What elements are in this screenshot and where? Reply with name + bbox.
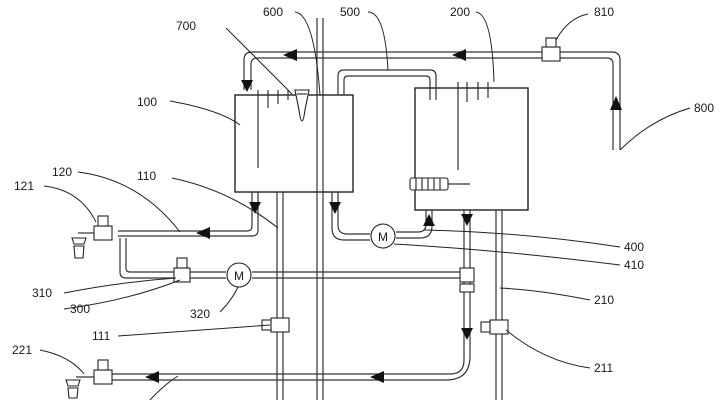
label-320: 320 [190, 307, 210, 321]
label-600: 600 [263, 5, 283, 19]
valve-211 [480, 319, 509, 335]
pump-320-symbol: M [234, 269, 244, 283]
tank-200 [414, 82, 529, 211]
label-500: 500 [340, 5, 360, 19]
pipe-300-loop [119, 238, 462, 279]
pump-400-symbol: M [378, 230, 388, 244]
label-200: 200 [450, 5, 470, 19]
label-210: 210 [594, 293, 614, 307]
label-400: 400 [624, 240, 644, 254]
label-810: 810 [594, 5, 614, 19]
label-700: 700 [176, 19, 196, 33]
label-410: 410 [624, 258, 644, 272]
tank-100 [234, 90, 354, 193]
pipe-210 [495, 210, 503, 400]
leader-lines [39, 11, 691, 400]
label-110: 110 [137, 169, 156, 183]
label-300: 300 [70, 302, 90, 316]
pipe-600 [316, 18, 324, 400]
valve-221 [65, 359, 113, 399]
pipe-111-drain [276, 192, 284, 400]
heater-in-tank-200 [409, 177, 470, 191]
label-800: 800 [694, 101, 714, 115]
valve-120 [78, 215, 113, 241]
label-120: 120 [52, 165, 72, 179]
reference-labels: 600 500 200 810 700 100 800 120 121 110 … [12, 5, 714, 375]
valve-810 [541, 37, 561, 62]
pipe-800-feed [243, 51, 621, 150]
tee-410 [459, 267, 475, 293]
pump-320: M [226, 262, 252, 288]
nozzle-121 [71, 237, 87, 259]
valve-300 [173, 257, 191, 283]
pump-400: M [370, 223, 396, 249]
flow-arrows [145, 49, 622, 383]
label-100: 100 [137, 95, 157, 109]
label-211: 211 [594, 361, 613, 375]
label-310: 310 [32, 286, 52, 300]
pipe-110 [118, 192, 259, 237]
label-221: 221 [12, 343, 32, 357]
label-121: 121 [14, 179, 34, 193]
pipe-to-pump-400 [331, 192, 433, 241]
pipe-500 [337, 69, 437, 100]
label-111: 111 [92, 329, 111, 343]
level-sensor-700 [294, 89, 310, 122]
